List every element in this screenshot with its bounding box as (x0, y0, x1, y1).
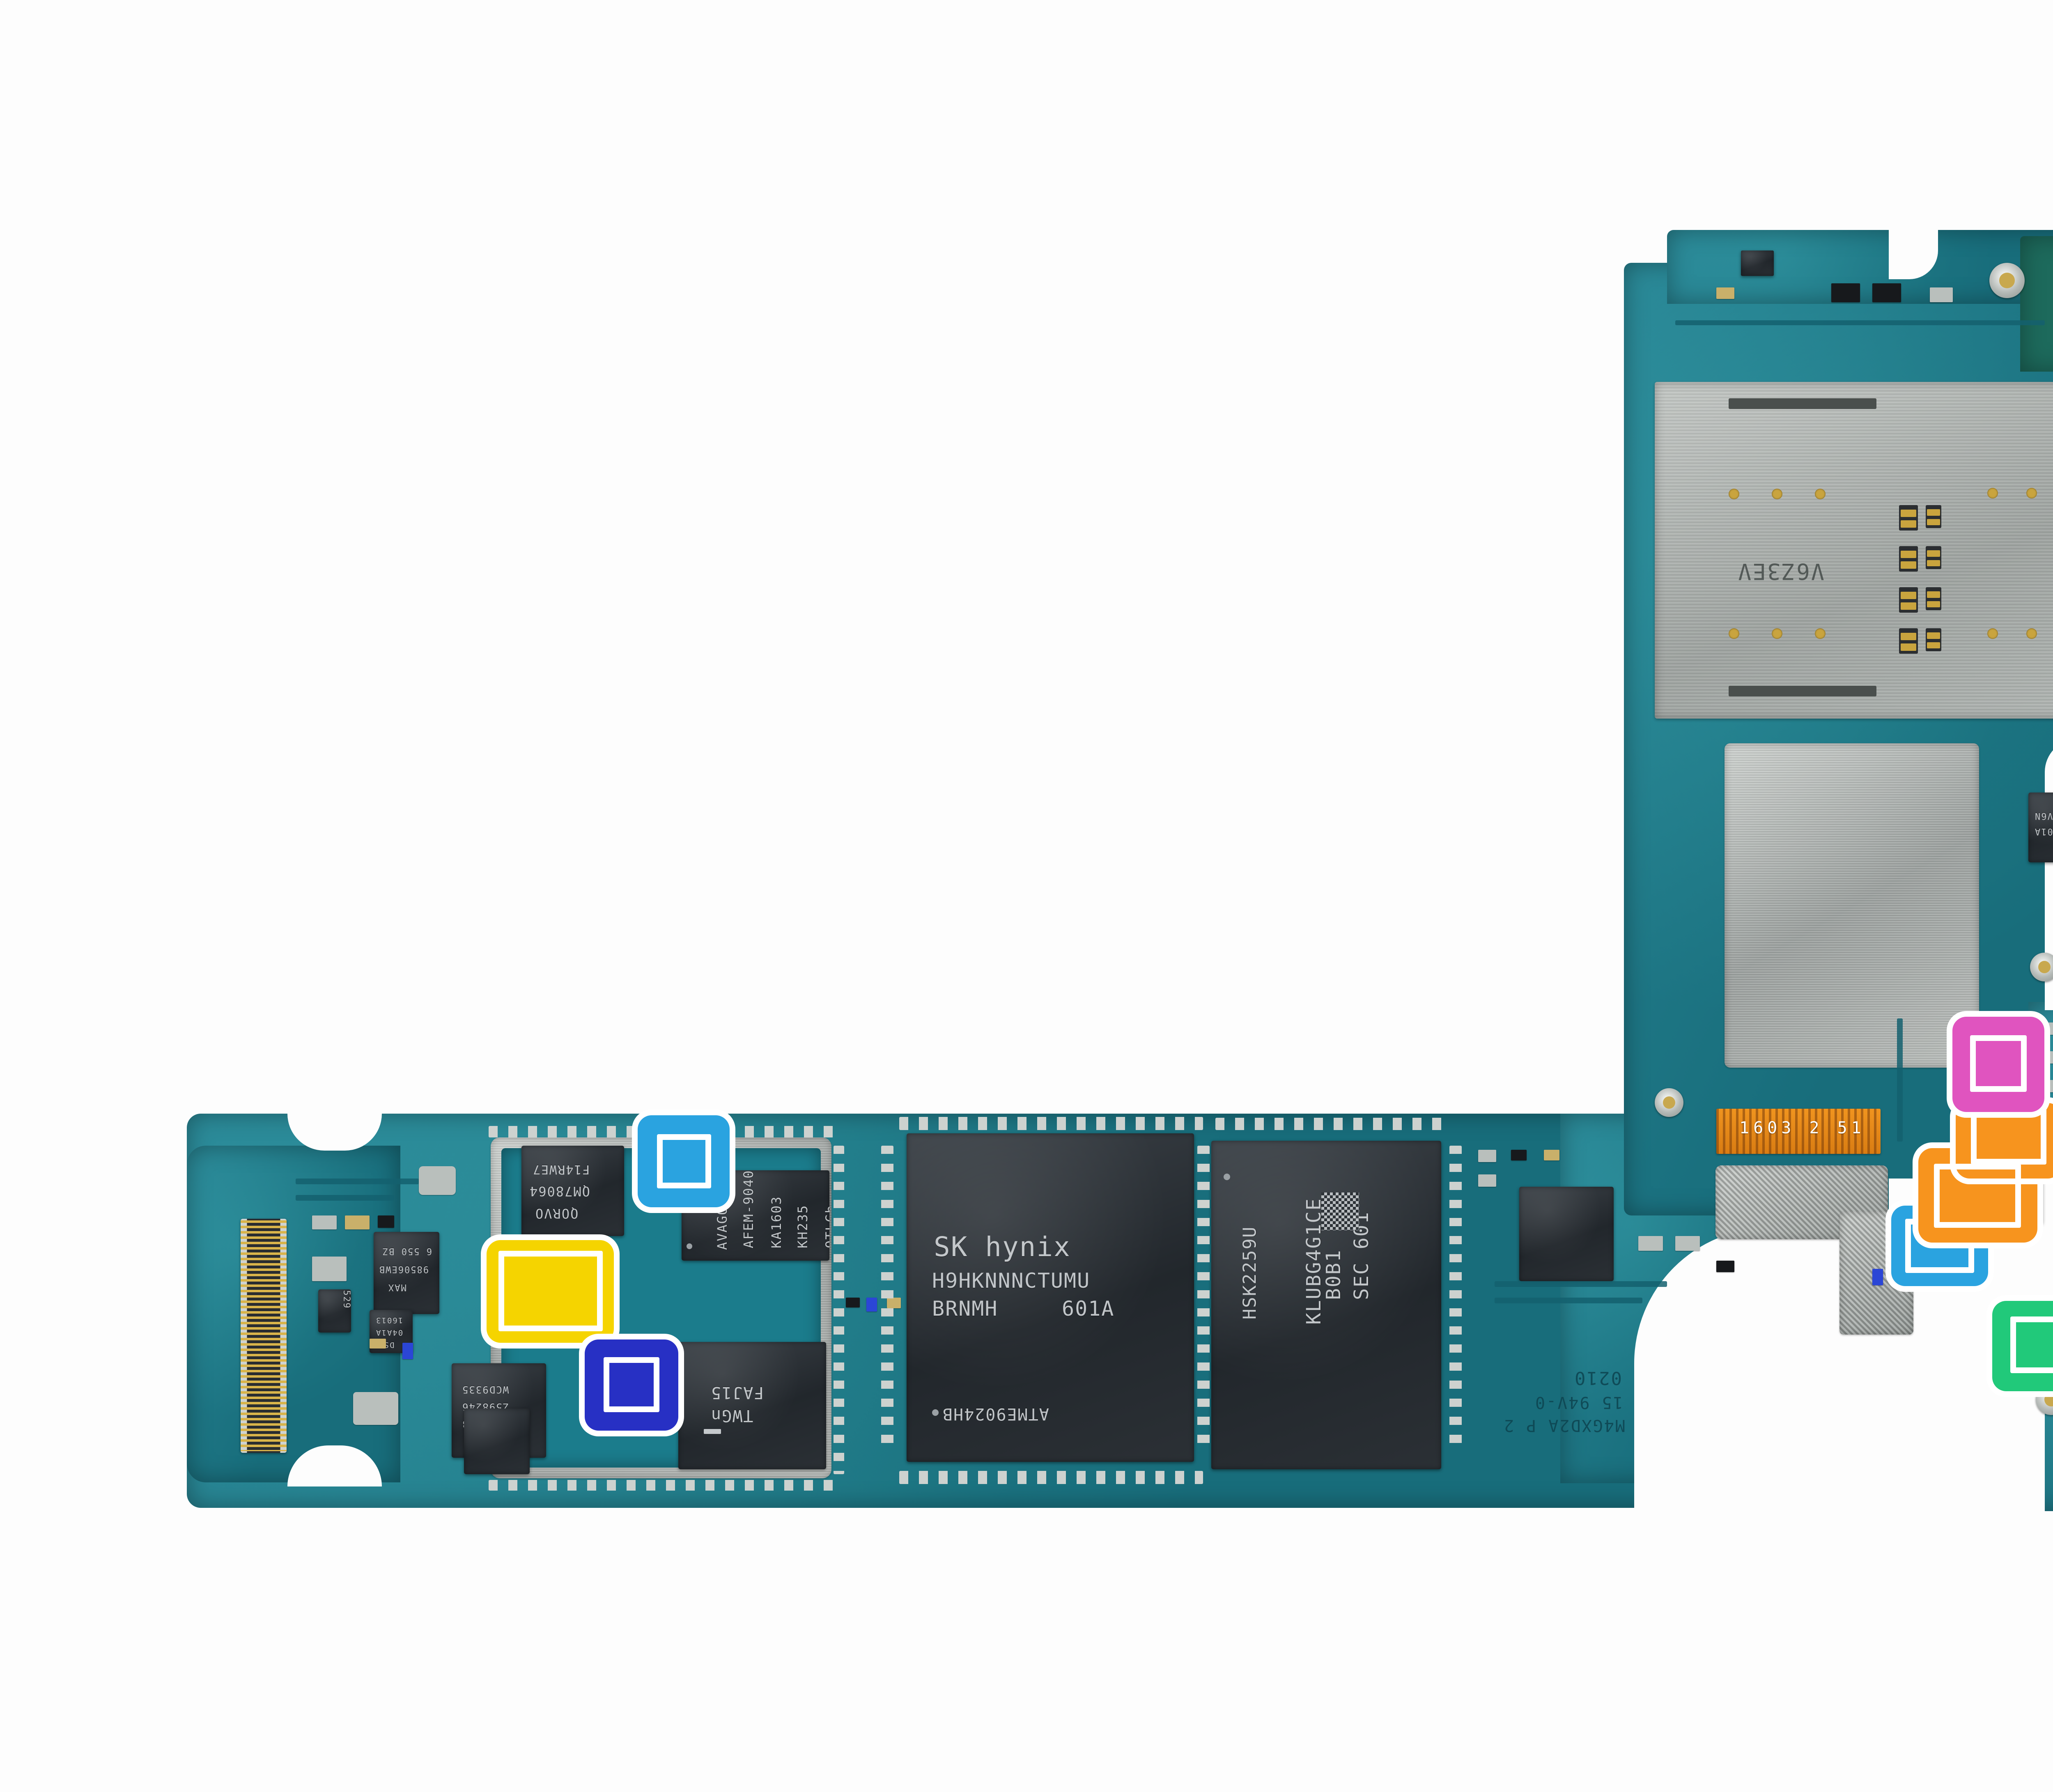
annotation-box-yellow[interactable] (487, 1240, 614, 1343)
maxim-audio-amplifier-chip[interactable]: 6 550 BZ 98506EWB MAX (374, 1232, 439, 1314)
annotation-box-dark-blue[interactable] (585, 1339, 678, 1431)
pcb-left-lobe (187, 1146, 400, 1482)
soc-shield-can[interactable] (1725, 743, 1979, 1068)
sk-hynix-code3-label: 601A (1062, 1297, 1115, 1321)
annotation-box-green[interactable] (1992, 1301, 2053, 1391)
pmic-chip-right[interactable] (1519, 1187, 1614, 1281)
board-code-3: M4GXD2A P 2 (1503, 1416, 1625, 1435)
av6n-chip-upper[interactable]: AV6N 001A (2028, 793, 2053, 862)
twgn-part-label: FAJ15 (710, 1383, 764, 1402)
av6n-upper-part-label: 001A (2034, 826, 2053, 836)
qorvo-part-label: QM78064 (529, 1183, 590, 1199)
samsung-flash-memory-chip[interactable]: HSK2259U KLUBG4G1CE B0B1 SEC 601 (1211, 1141, 1441, 1469)
display-flex-connector[interactable]: 1603 2 51 (1716, 1109, 1881, 1154)
dsp-part-label: 04A1A (375, 1328, 403, 1337)
sk-hynix-memory-chip[interactable]: SK hynix H9HKNNNCTUMU BRNMH 601A ATME902… (907, 1133, 1194, 1462)
board-code-1: 0210 (1573, 1367, 1622, 1388)
annotation-box-orange-upper[interactable] (1956, 1103, 2053, 1179)
max-brand-label: MAX (388, 1282, 406, 1292)
sk-hynix-brand-label: SK hynix (934, 1231, 1071, 1263)
wcd-part-label: WCD9335 (462, 1384, 509, 1395)
samsung-flash-code3-label: HSK2259U (1239, 1226, 1261, 1320)
board-to-board-connector[interactable] (241, 1219, 287, 1453)
avago-code4-label: OTLGb (823, 1204, 829, 1248)
datamatrix-code (1321, 1192, 1359, 1230)
sk-hynix-code2-label: BRNMH (932, 1297, 998, 1321)
sim-card-tray-shield[interactable]: V6Z3EV (1655, 382, 2053, 719)
avago-code3-label: KH235 (795, 1204, 811, 1248)
qorvo-power-amplifier-chip[interactable]: F14RWE7 QM78064 QORVO (521, 1146, 624, 1236)
avago-code2-label: KA1603 (769, 1196, 784, 1248)
twgn-faj15-chip[interactable]: FAJ15 TWGn (678, 1342, 826, 1469)
sim-shield-marking: V6Z3EV (1737, 558, 1825, 584)
max-part-label: 98506EWB (379, 1264, 429, 1274)
coaxial-antenna-connector-8[interactable] (1655, 1088, 1683, 1117)
avago-part-label: AFEM-9040 (741, 1170, 756, 1248)
sk-hynix-part-label: H9HKNNNCTUMU (932, 1269, 1091, 1293)
dsp-code2-label: 16013 (375, 1316, 403, 1325)
et9529-chip[interactable]: ET9529 9350 (318, 1289, 351, 1333)
annotation-box-light-blue-top[interactable] (638, 1115, 730, 1207)
board-code-2: 15 94V-0 (1534, 1393, 1623, 1412)
qorvo-brand-label: QORVO (535, 1206, 579, 1221)
coaxial-antenna-connector-6[interactable] (2030, 953, 2053, 981)
pcb-green-region-top (2020, 236, 2053, 372)
flex-marking: 1603 2 51 (1739, 1119, 1865, 1138)
small-ic-top[interactable] (1741, 250, 1774, 276)
annotation-box-magenta[interactable] (1952, 1017, 2044, 1112)
twgn-brand-label: TWGn (710, 1406, 753, 1425)
qorvo-code2-label: F14RWE7 (532, 1162, 590, 1176)
et9529-part-label: ET9529 (341, 1289, 351, 1309)
small-ic-left[interactable] (464, 1408, 530, 1474)
max-code2-label: 6 550 BZ (382, 1246, 432, 1256)
coaxial-antenna-connector-1[interactable] (1989, 263, 2025, 298)
sk-hynix-code4-label: ATME9024HB (942, 1404, 1049, 1423)
av6n-upper-code2-label: AV6N (2034, 811, 2053, 821)
